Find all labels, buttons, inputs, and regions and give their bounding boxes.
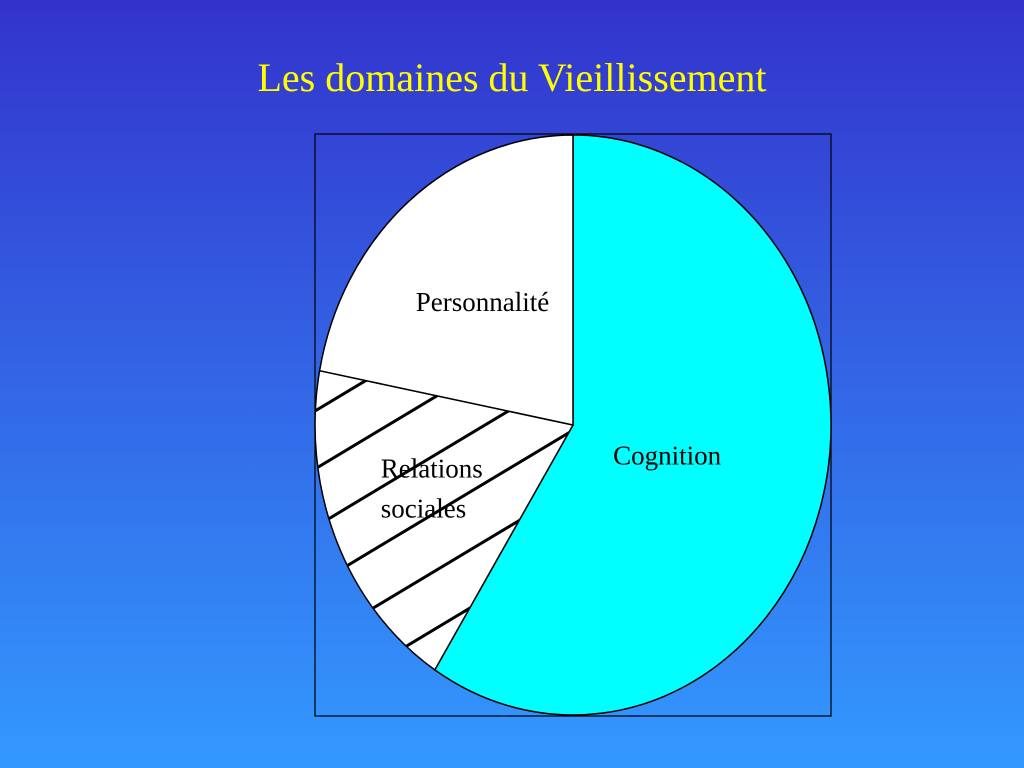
hatch-line bbox=[315, 370, 573, 422]
pie-slices bbox=[314, 134, 832, 716]
pie-label-personnalite: Personnalité bbox=[416, 287, 549, 317]
hatch-line bbox=[315, 412, 573, 596]
pie-label-cognition: Cognition bbox=[613, 441, 722, 471]
slide-title: Les domaines du Vieillissement bbox=[257, 55, 767, 100]
pie-slice-personnalite bbox=[318, 134, 574, 426]
pie-slice-cognition bbox=[433, 134, 832, 716]
